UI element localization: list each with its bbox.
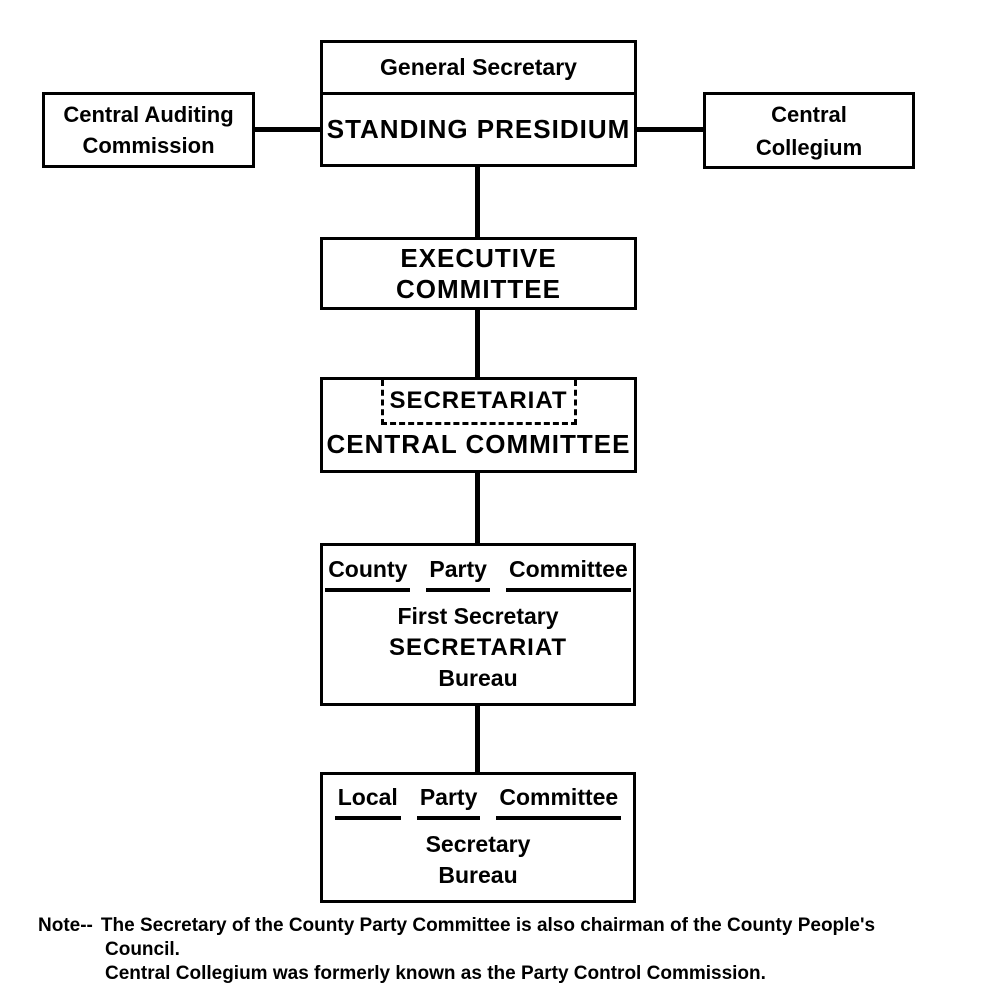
connector-presidium-to-right (637, 127, 703, 132)
county-word: County (325, 556, 411, 592)
county-secretariat: SECRETARIAT (388, 633, 568, 661)
party-word: Party (416, 784, 481, 820)
standing-presidium-cell: STANDING PRESIDIUM (323, 95, 634, 164)
footnote-line2: Council. (105, 939, 180, 960)
node-standing-presidium: General Secretary STANDING PRESIDIUM (320, 40, 637, 167)
local-word: Local (334, 784, 401, 820)
committee-word: Committee (505, 556, 631, 592)
general-secretary-label: General Secretary (380, 54, 577, 80)
node-local-party-committee: Local Party Committee Secretary Bureau (320, 772, 636, 903)
node-central-collegium: Central Collegium (703, 92, 915, 169)
footnote-prefix: Note-- (38, 915, 93, 936)
central-collegium-line1: Central (771, 101, 847, 127)
committee-word: Committee (496, 784, 622, 820)
central-committee-label: CENTRAL COMMITTEE (326, 429, 631, 459)
standing-presidium-label: STANDING PRESIDIUM (326, 114, 631, 144)
connector-executive-to-central-committee (475, 310, 480, 377)
connector-left-to-presidium (255, 127, 320, 132)
executive-committee-label: EXECUTIVE COMMITTEE (396, 242, 561, 304)
footnote-line3: Central Collegium was formerly known as … (105, 963, 766, 984)
county-bureau: Bureau (438, 664, 518, 691)
central-auditing-line1: Central Auditing (63, 102, 234, 127)
node-executive-committee: EXECUTIVE COMMITTEE (320, 237, 637, 310)
local-secretary: Secretary (425, 831, 531, 857)
node-secretariat-dashed: SECRETARIAT (380, 380, 577, 425)
county-party-committee-title: County Party Committee (317, 556, 639, 592)
local-party-committee-title: Local Party Committee (327, 784, 629, 820)
footnote-line1: The Secretary of the County Party Commit… (100, 915, 876, 936)
connector-county-to-local (475, 706, 480, 772)
local-bureau: Bureau (438, 862, 518, 888)
node-county-party-committee: County Party Committee First Secretary S… (320, 543, 636, 706)
secretariat-label: SECRETARIAT (389, 387, 568, 414)
node-central-auditing-commission: Central Auditing Commission (42, 92, 255, 168)
central-auditing-line2: Commission (82, 133, 215, 158)
party-word: Party (426, 556, 490, 592)
footnote: Note-- The Secretary of the County Party … (38, 914, 983, 986)
connector-central-committee-to-county (475, 473, 480, 543)
county-first-secretary: First Secretary (397, 602, 559, 629)
central-collegium-line2: Collegium (755, 134, 863, 160)
node-general-secretary: General Secretary (323, 43, 634, 95)
connector-presidium-to-executive (475, 167, 480, 237)
node-central-committee: SECRETARIAT CENTRAL COMMITTEE (320, 377, 637, 473)
